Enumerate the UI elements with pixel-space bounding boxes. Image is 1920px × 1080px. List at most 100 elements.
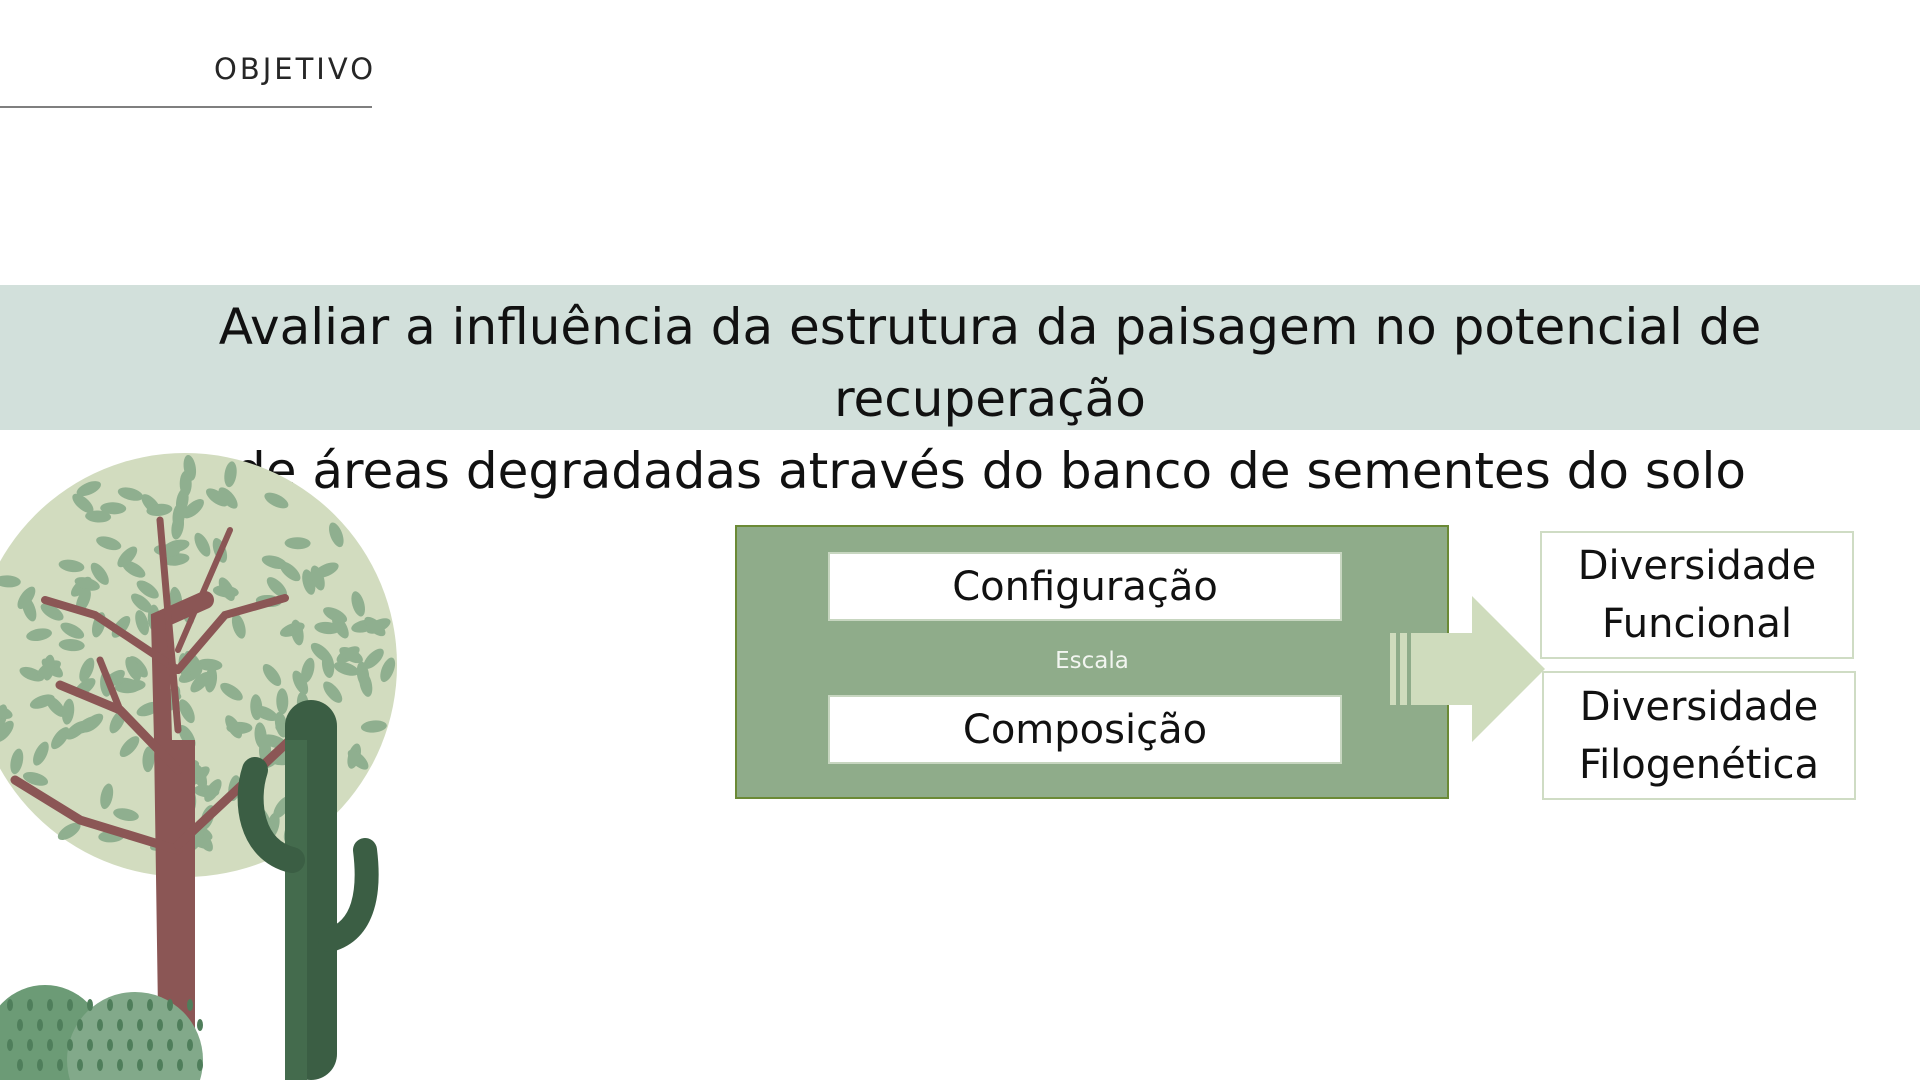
leaf-shape: [117, 487, 144, 501]
bush-dot: [187, 1039, 193, 1051]
bush-dot: [77, 1059, 83, 1071]
leaf-shape: [323, 607, 348, 623]
leaf-shape: [74, 577, 100, 591]
leaf-shape: [100, 783, 114, 810]
configuration-box: Configuração: [828, 552, 1342, 621]
leaf-shape: [323, 681, 343, 703]
leaf-shape: [136, 580, 159, 599]
leaf-shape: [253, 705, 278, 722]
leaf-shape: [122, 560, 146, 578]
leaf-shape: [100, 502, 127, 515]
leaf-shape: [196, 658, 223, 671]
leaf-shape: [218, 577, 235, 602]
bush-dot: [127, 1039, 133, 1051]
functional-diversity-line-1: Diversidade: [1577, 543, 1817, 589]
leaf-shape: [125, 656, 142, 681]
objective-line-1: Avaliar a influência da estrutura da pai…: [218, 298, 1762, 428]
leaf-shape: [113, 808, 139, 821]
leaf-shape: [359, 671, 373, 697]
leaf-shape: [284, 537, 311, 550]
leaf-shape: [292, 670, 309, 695]
leaf-shape: [58, 559, 85, 573]
bush-dot: [157, 1059, 163, 1071]
leaf-shape: [182, 499, 204, 519]
nature-illustration: [0, 453, 397, 1080]
leaf-shape: [225, 715, 243, 739]
bush-dot: [167, 1039, 173, 1051]
section-label: OBJETIVO: [214, 52, 377, 86]
leaf-shape: [40, 603, 64, 621]
cactus-illustration: [237, 700, 379, 1080]
leaf-shape: [261, 555, 288, 569]
bush-dot: [37, 1059, 43, 1071]
leaf-shape: [360, 720, 387, 733]
bush-dot: [37, 1019, 43, 1031]
leaf-shape: [364, 616, 386, 637]
bush-dot: [47, 1039, 53, 1051]
bush-dot: [87, 999, 93, 1011]
leaf-shape: [135, 610, 149, 636]
leaf-shape: [29, 694, 55, 709]
leaf-shape: [85, 510, 112, 523]
leaf-shape: [0, 720, 14, 743]
leaf-shape: [224, 461, 237, 488]
leaf-shape: [142, 746, 155, 773]
leaf-shape: [131, 593, 153, 613]
leaf-shape: [190, 671, 211, 693]
bush-dot: [107, 999, 113, 1011]
composition-box: Composição: [828, 695, 1342, 764]
bush-dot: [7, 999, 13, 1011]
bush-dot: [17, 1019, 23, 1031]
leaf-shape: [262, 664, 282, 686]
bush-dot: [57, 1019, 63, 1031]
leaf-shape: [276, 688, 289, 715]
bush-dot: [67, 1039, 73, 1051]
leaf-shape: [231, 613, 246, 639]
block-arrow-icon: [1390, 596, 1545, 742]
bush-dot: [167, 999, 173, 1011]
bush-dot: [197, 1059, 203, 1071]
leaf-shape: [333, 661, 359, 676]
leaf-shape: [351, 591, 365, 617]
bush-dot: [137, 1019, 143, 1031]
bush-dot: [177, 1019, 183, 1031]
leaf-shape: [321, 652, 335, 679]
leaf-shape: [266, 577, 288, 598]
leaf-shape: [42, 654, 55, 681]
functional-diversity-box: Diversidade Funcional: [1540, 531, 1854, 659]
leaf-shape: [26, 628, 52, 642]
leaf-shape: [220, 682, 243, 701]
bush-dot: [17, 1059, 23, 1071]
objective-text: Avaliar a influência da estrutura da pai…: [80, 291, 1900, 507]
leaf-shape: [57, 822, 81, 840]
leaf-shape: [146, 503, 173, 517]
leaf-shape: [178, 699, 195, 724]
bush-dot: [97, 1019, 103, 1031]
bush-dot: [47, 999, 53, 1011]
bush-dot: [157, 1019, 163, 1031]
bush-dot: [147, 1039, 153, 1051]
leaf-shape: [339, 647, 363, 664]
bush-dot: [27, 999, 33, 1011]
leaf-shape: [279, 622, 305, 637]
leaf-shape: [96, 536, 122, 551]
leaf-shape: [90, 562, 109, 585]
leaf-shape: [363, 648, 384, 669]
section-divider: [0, 106, 372, 108]
phylogenetic-diversity-line-1: Diversidade: [1579, 683, 1819, 730]
bush-dot: [117, 1019, 123, 1031]
leaf-shape: [183, 455, 197, 481]
leaf-shape: [0, 575, 21, 588]
bush-dot: [117, 1059, 123, 1071]
leaf-shape: [76, 481, 101, 497]
leaf-shape: [206, 488, 229, 507]
objective-banner: [0, 285, 1920, 430]
leaf-shape: [193, 785, 220, 798]
leaf-shape: [17, 586, 36, 609]
bush-dot: [97, 1059, 103, 1071]
bush-dot: [127, 999, 133, 1011]
scale-label: Escala: [1055, 648, 1129, 674]
bush-dot: [27, 1039, 33, 1051]
leaf-shape: [65, 720, 87, 740]
leaf-shape: [58, 639, 85, 652]
